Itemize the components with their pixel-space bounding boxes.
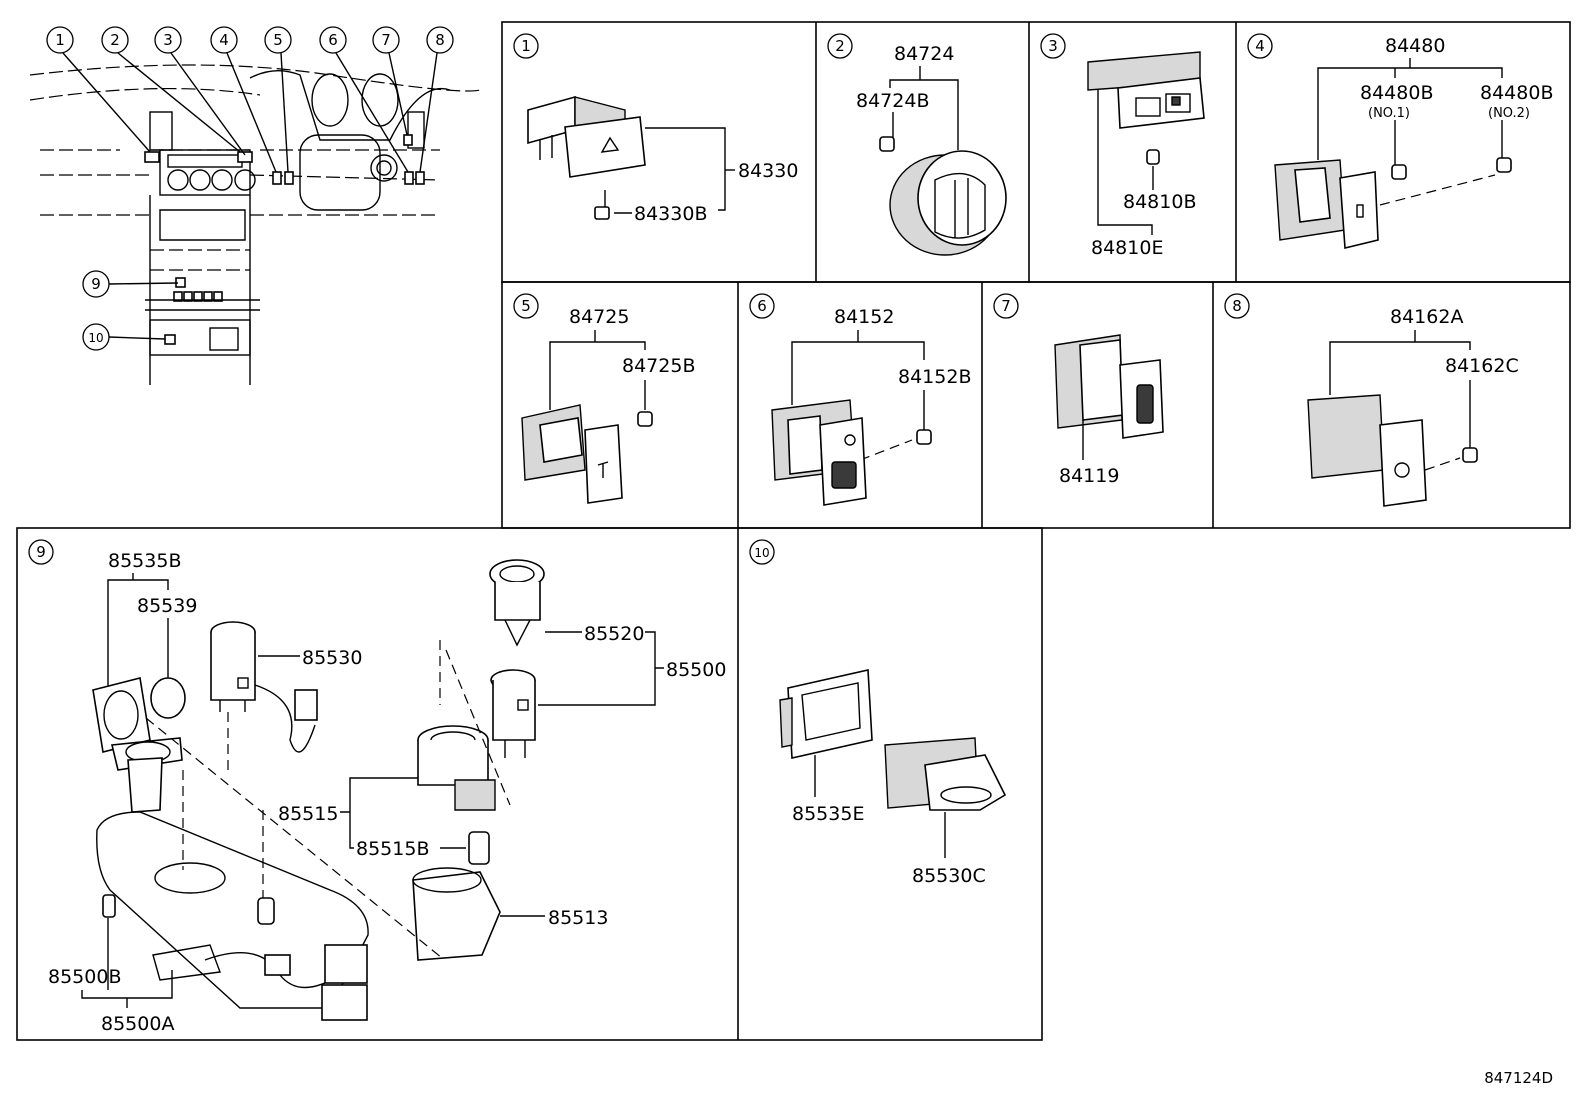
- overview-callouts: 1 2 3 4 5 6 7 8 9 10: [46, 26, 454, 351]
- svg-text:84152: 84152: [834, 306, 894, 328]
- svg-text:4: 4: [1255, 37, 1265, 55]
- svg-text:7: 7: [1001, 297, 1011, 315]
- svg-text:85535B: 85535B: [108, 550, 181, 572]
- svg-text:6: 6: [757, 297, 767, 315]
- svg-text:8: 8: [435, 31, 445, 49]
- panel-2: 2 84724 84724B: [827, 33, 1007, 256]
- panel-9: 9 85535B 85539 85530: [28, 539, 726, 1035]
- svg-text:85539: 85539: [137, 595, 197, 617]
- svg-text:9: 9: [36, 543, 46, 561]
- panel-5: 5 84725 84725B: [513, 293, 695, 504]
- svg-text:2: 2: [835, 37, 845, 55]
- svg-text:84724B: 84724B: [856, 90, 929, 112]
- svg-text:84725: 84725: [569, 306, 629, 328]
- svg-text:1: 1: [55, 31, 65, 49]
- drawing-id: 847124D: [1484, 1069, 1553, 1087]
- callout-9: 9: [82, 270, 179, 298]
- callout-3: 3: [154, 26, 246, 156]
- svg-text:84330: 84330: [738, 160, 798, 182]
- light-control-knob: [889, 150, 1007, 256]
- svg-text:84810E: 84810E: [1091, 237, 1163, 259]
- switch-6: [771, 399, 867, 506]
- callout-2: 2: [101, 26, 241, 153]
- power-outlet: [210, 621, 318, 753]
- svg-text:84152B: 84152B: [898, 366, 971, 388]
- svg-text:84480: 84480: [1385, 35, 1445, 57]
- callout-5: 5: [264, 26, 292, 173]
- svg-text:(NO.1): (NO.1): [1368, 106, 1410, 121]
- svg-text:3: 3: [163, 31, 173, 49]
- svg-text:10: 10: [88, 331, 103, 345]
- svg-text:84725B: 84725B: [622, 355, 695, 377]
- panel-8: 8 84162A 84162C: [1224, 293, 1519, 507]
- dual-switch: [1087, 51, 1205, 129]
- outlet-bezel: [779, 669, 873, 759]
- svg-text:85530C: 85530C: [912, 865, 986, 887]
- callout-10: 10: [82, 323, 166, 351]
- svg-text:84480B: 84480B: [1360, 82, 1433, 104]
- console-tray: [96, 811, 369, 1021]
- svg-text:4: 4: [219, 31, 229, 49]
- svg-text:5: 5: [521, 297, 531, 315]
- svg-text:(NO.2): (NO.2): [1488, 106, 1530, 121]
- svg-text:84810B: 84810B: [1123, 191, 1196, 213]
- svg-text:84724: 84724: [894, 43, 954, 65]
- socket-cover: [92, 677, 183, 813]
- svg-text:6: 6: [328, 31, 338, 49]
- cigar-lighter: [489, 559, 545, 758]
- svg-text:8: 8: [1232, 297, 1242, 315]
- svg-text:7: 7: [381, 31, 391, 49]
- callout-6: 6: [319, 26, 409, 173]
- panel-6: 6 84152 84152B: [749, 293, 971, 506]
- panel-3: 3 84810B 84810E: [1040, 33, 1205, 259]
- svg-text:85515: 85515: [278, 803, 338, 825]
- switch-4: [1274, 159, 1379, 250]
- svg-text:84330B: 84330B: [634, 203, 707, 225]
- svg-text:85515B: 85515B: [356, 838, 429, 860]
- callout-7: 7: [372, 26, 408, 136]
- svg-text:2: 2: [110, 31, 120, 49]
- dashboard-overview: [29, 64, 481, 385]
- svg-text:5: 5: [273, 31, 283, 49]
- svg-text:10: 10: [754, 546, 769, 560]
- svg-text:85535E: 85535E: [792, 803, 864, 825]
- svg-text:85513: 85513: [548, 907, 608, 929]
- callout-8: 8: [419, 26, 454, 173]
- svg-text:85500B: 85500B: [48, 966, 121, 988]
- panel-7: 7 84119: [993, 293, 1164, 487]
- svg-text:85500A: 85500A: [101, 1013, 174, 1035]
- socket-housing: [412, 867, 501, 961]
- svg-text:84162A: 84162A: [1390, 306, 1463, 328]
- panel-10: 10 85535E 85530C: [749, 539, 1007, 887]
- svg-text:84162C: 84162C: [1445, 355, 1519, 377]
- svg-text:3: 3: [1048, 37, 1058, 55]
- svg-text:85530: 85530: [302, 647, 362, 669]
- panel-4: 4 84480 84480B (NO.1) 84480B (NO.2): [1247, 33, 1553, 250]
- svg-text:85520: 85520: [584, 623, 644, 645]
- callout-4: 4: [210, 26, 277, 173]
- svg-text:1: 1: [521, 37, 531, 55]
- outlet-cover: [884, 737, 1007, 811]
- panel-1: 1 84330 84330B: [513, 33, 798, 225]
- panel-frames: [16, 21, 1571, 1041]
- socket-ring: [417, 725, 496, 811]
- svg-text:85500: 85500: [666, 659, 726, 681]
- svg-text:9: 9: [91, 275, 101, 293]
- svg-text:84119: 84119: [1059, 465, 1119, 487]
- dimmer-switch: [1054, 334, 1164, 439]
- callout-1: 1: [46, 26, 151, 153]
- hazard-switch: [527, 95, 646, 178]
- svg-text:84480B: 84480B: [1480, 82, 1553, 104]
- switch-8: [1307, 394, 1427, 507]
- switch-5: [521, 404, 623, 504]
